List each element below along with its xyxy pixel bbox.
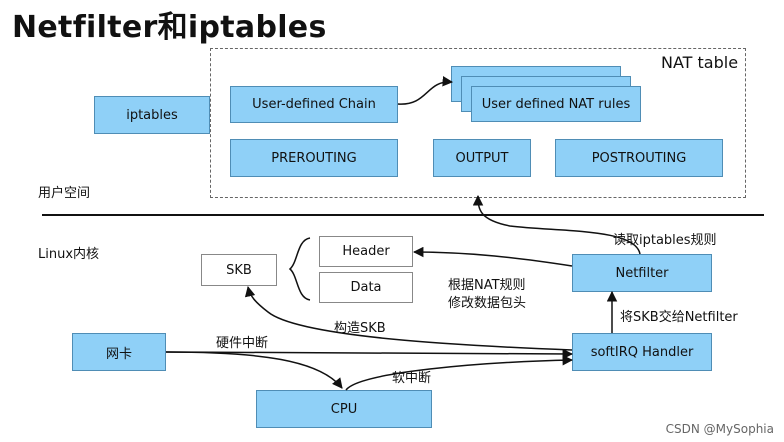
nic-to-softirq-arrow	[165, 348, 574, 360]
data-box: Data	[319, 272, 413, 303]
netfilter-box: Netfilter	[572, 254, 712, 292]
nat-rules-box: User defined NAT rules	[471, 86, 641, 122]
cpu-to-softirq-arrow	[345, 354, 574, 391]
cpu-box: CPU	[256, 390, 432, 428]
page-title: Netfilter和iptables	[12, 10, 327, 45]
user-defined-chain-box: User-defined Chain	[230, 86, 398, 123]
chain-to-rules-arrow	[397, 76, 454, 105]
output-box: OUTPUT	[433, 139, 531, 177]
nic-box: 网卡	[72, 333, 166, 371]
kernel-label: Linux内核	[38, 247, 100, 262]
csdn-watermark: CSDN @MySophia	[665, 422, 774, 436]
soft-interrupt-label: 软中断	[392, 371, 432, 386]
softirq-handler-box: softIRQ Handler	[572, 333, 712, 371]
read-rules-label: 读取iptables规则	[613, 233, 717, 248]
netfilter-to-header-arrow	[412, 246, 573, 267]
softirq-to-skb-arrow	[244, 285, 573, 351]
skb-box: SKB	[201, 254, 277, 286]
nat-table-label: NAT table	[661, 53, 739, 72]
netfilter-to-nat-arrow	[472, 194, 641, 255]
skb-brace	[288, 237, 311, 301]
build-skb-label: 构造SKB	[334, 321, 386, 336]
iptables-box: iptables	[94, 96, 210, 134]
user-space-label: 用户空间	[38, 186, 91, 201]
prerouting-box: PREROUTING	[230, 139, 398, 177]
modify-header-label-line2: 修改数据包头	[448, 296, 527, 311]
hw-interrupt-label: 硬件中断	[216, 336, 269, 351]
header-box: Header	[319, 236, 413, 267]
nic-to-cpu-arrow	[165, 351, 343, 389]
space-divider	[42, 214, 764, 216]
modify-header-label-line1: 根据NAT规则	[448, 278, 526, 293]
hand-skb-label: 将SKB交给Netfilter	[620, 310, 738, 325]
postrouting-box: POSTROUTING	[555, 139, 723, 177]
